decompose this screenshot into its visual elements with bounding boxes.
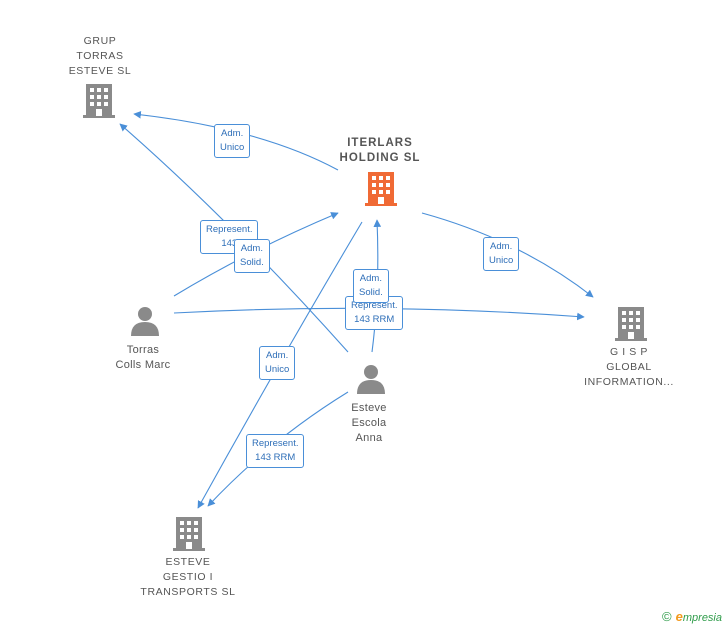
footer-credit: © empresia	[662, 609, 722, 624]
node-label-iterlars[interactable]: ITERLARS HOLDING SL	[339, 137, 421, 164]
node-label-grup-torras[interactable]: GRUP TORRAS ESTEVE SL	[68, 35, 132, 77]
building-icon	[365, 172, 397, 206]
building-icon	[615, 307, 647, 341]
node-label-esteve-gestio[interactable]: ESTEVE GESTIO I TRANSPORTS SL	[140, 556, 236, 598]
node-label-esteve-escola[interactable]: Esteve Escola Anna	[351, 402, 387, 444]
building-icon	[83, 84, 115, 118]
relation-label[interactable]: Adm. Unico	[214, 124, 251, 158]
person-icon	[131, 307, 159, 336]
person-icon	[357, 365, 385, 394]
relation-label[interactable]: Represent. 143	[200, 220, 259, 254]
brand-logo[interactable]: empresia	[675, 609, 722, 624]
copyright-symbol: ©	[662, 609, 672, 624]
relation-label[interactable]: Represent. 143 RRM	[246, 434, 305, 468]
relation-label[interactable]: Adm. Unico	[259, 346, 296, 380]
building-icon	[173, 517, 205, 551]
node-label-torras-colls[interactable]: Torras Colls Marc	[115, 344, 171, 371]
relation-label[interactable]: Adm. Solid.	[234, 239, 270, 273]
node-label-gisp[interactable]: G I S P GLOBAL INFORMATION...	[584, 346, 674, 388]
relation-label[interactable]: Adm. Unico	[483, 237, 520, 271]
relation-label[interactable]: Adm. Solid.	[353, 269, 389, 303]
